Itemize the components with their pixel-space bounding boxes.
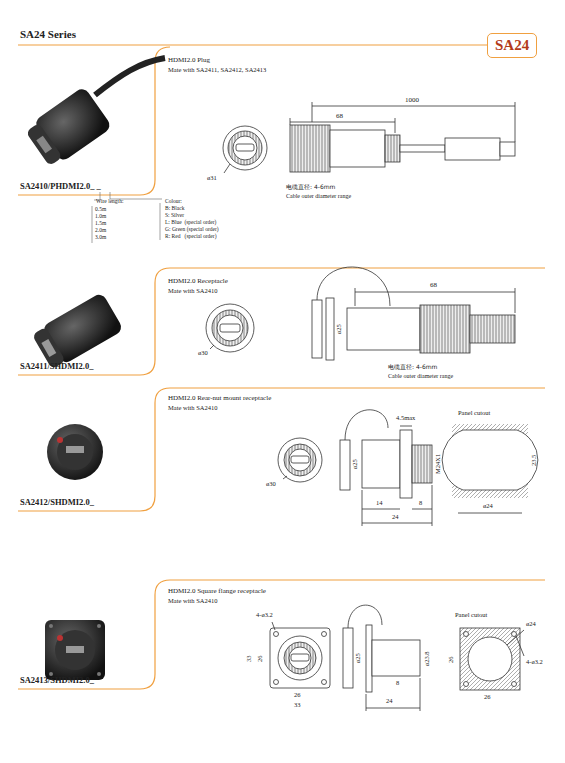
spec-label: 4-ø3.2	[256, 612, 273, 619]
spec-label: 33	[294, 702, 301, 709]
spec-label: Mate with SA2411, SA2412, SA2413	[168, 67, 266, 74]
spec-label: 23.5	[531, 454, 538, 465]
spec-label: ø30	[266, 481, 276, 488]
spec-label: 8	[419, 500, 422, 507]
spec-label: 68	[430, 282, 437, 289]
part-number: SA2413/SHDMI2.0_	[20, 676, 94, 685]
spec-label: HDMI2.0 Rear-nut mount receptacle	[168, 395, 271, 402]
spec-label: 8	[396, 680, 399, 687]
spec-label: ø30	[198, 350, 208, 357]
spec-label: 26	[484, 694, 491, 701]
spec-label: Colour:	[165, 199, 182, 205]
page-title: SA24 Series	[20, 29, 76, 40]
badge-text: SA24	[495, 38, 529, 53]
spec-label: L: Blue (special order)	[165, 220, 216, 226]
spec-label: 3.0m	[95, 235, 106, 241]
spec-label: ø24	[526, 621, 536, 628]
spec-label: 24	[386, 698, 393, 705]
spec-label: S: Silver	[165, 213, 184, 219]
spec-label: Mate with SA2410	[168, 288, 217, 295]
spec-label: 2.0m	[95, 228, 106, 234]
spec-label: 26	[294, 692, 301, 699]
spec-label: Mate with SA2410	[168, 405, 217, 412]
spec-label: 1.5m	[95, 221, 106, 227]
spec-label: 26	[448, 656, 455, 663]
spec-label: G: Green (special order)	[165, 227, 219, 233]
spec-label: M24X1	[435, 454, 442, 474]
spec-label: 26	[257, 655, 264, 662]
spec-label: 68	[336, 113, 343, 120]
part-number: SA2410/PHDMI2.0_ _	[20, 182, 101, 191]
spec-label: ø24	[483, 503, 493, 510]
spec-label: Mate with SA2410	[168, 598, 217, 605]
spec-label: 电缆直径: 4-6mm	[286, 184, 335, 190]
spec-label: 4.5max	[396, 415, 415, 422]
spec-label: 33	[246, 655, 253, 662]
spec-label: ø25	[336, 324, 343, 334]
spec-label: Panel cutout	[455, 612, 487, 619]
spec-label: Panel cutout	[458, 410, 490, 417]
spec-label: Wire length:	[96, 199, 123, 205]
spec-label: Cable outer diameter range	[388, 373, 453, 379]
spec-label: HDMI2.0 Plug	[168, 57, 210, 64]
spec-label: R: Red (special order)	[165, 234, 216, 240]
spec-label: 1000	[405, 97, 419, 104]
spec-label: ø25	[355, 653, 362, 663]
spec-label: 4-ø3.2	[526, 659, 543, 666]
spec-label: ø25	[352, 459, 359, 469]
part-number: SA2412/SHDMI2.0_	[20, 498, 94, 507]
spec-label: 14	[376, 500, 383, 507]
spec-label: HDMI2.0 Receptacle	[168, 278, 228, 285]
series-badge: SA24	[487, 33, 537, 58]
spec-label: 电缆直径: 4-6mm	[388, 364, 437, 370]
spec-label: ø31	[207, 175, 217, 182]
spec-label: 0.5m	[95, 207, 106, 213]
spec-label: 24	[392, 514, 399, 521]
part-number: SA2411/SHDMI2.0_	[20, 362, 93, 371]
spec-label: B: Black	[165, 206, 184, 212]
spec-label: HDMI2.0 Square flange receptacle	[168, 588, 266, 595]
spec-label: ø23.8	[424, 651, 431, 666]
spec-label: Cable outer diameter range	[286, 193, 351, 199]
spec-label: 1.0m	[95, 214, 106, 220]
